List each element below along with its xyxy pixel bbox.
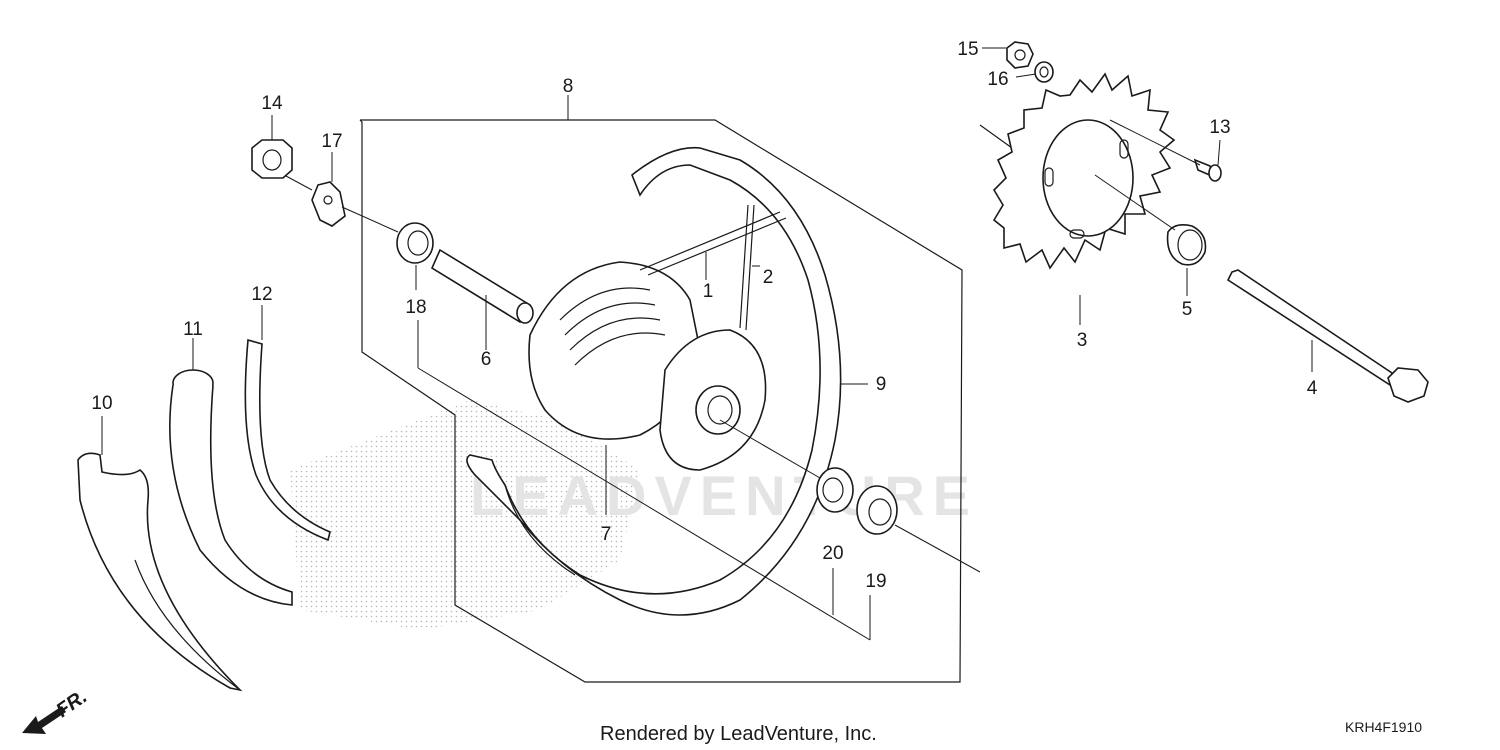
sprocket-collar-part (1166, 224, 1207, 266)
leader-lines (101, 47, 1313, 641)
callout-4: 4 (1307, 378, 1318, 399)
callout-12: 12 (251, 284, 272, 305)
front-direction-indicator: FR. (22, 686, 91, 734)
watermark-text: LEADVENTURE (470, 464, 978, 527)
callout-5: 5 (1182, 299, 1193, 320)
axle-nut-part (251, 139, 293, 179)
sprocket-part (992, 72, 1176, 270)
bearing-right-part (816, 467, 854, 513)
hub-part (528, 261, 767, 471)
callout-9: 9 (876, 374, 887, 395)
sprocket-nut-part (1006, 41, 1034, 69)
dust-seal-part (856, 485, 898, 535)
front-arrow-icon (22, 706, 66, 734)
callout-18: 18 (405, 297, 426, 318)
distance-collar-part (430, 248, 534, 324)
rim-part (466, 146, 842, 616)
footer-credit: Rendered by LeadVenture, Inc. (600, 723, 877, 745)
rim-band-part (244, 338, 331, 542)
tire-part (77, 452, 243, 692)
spokes-part (639, 204, 787, 331)
callout-8: 8 (563, 76, 574, 97)
sprocket-bolt-part (1193, 158, 1222, 182)
callout-20: 20 (822, 543, 843, 564)
callout-19: 19 (865, 571, 886, 592)
callout-16: 16 (987, 69, 1008, 90)
inner-tube-part (169, 369, 293, 606)
bearing-left-part (396, 222, 434, 264)
diagram-code: KRH4F1910 (1345, 719, 1422, 735)
callout-7: 7 (601, 524, 612, 545)
callouts: 1 2 3 4 5 6 7 8 9 10 11 12 13 14 15 16 1… (91, 39, 1317, 592)
adjuster-plate-part (311, 181, 346, 227)
callout-13: 13 (1209, 117, 1230, 138)
assembly-frame-wheel (359, 119, 963, 683)
washer-part (1034, 61, 1054, 83)
callout-3: 3 (1077, 330, 1088, 351)
callout-1: 1 (703, 281, 714, 302)
callout-6: 6 (481, 349, 492, 370)
callout-15: 15 (957, 39, 978, 60)
callout-14: 14 (261, 93, 283, 114)
callout-2: 2 (763, 267, 774, 288)
assembly-frame-sprocket (979, 124, 1013, 149)
axle-part (1226, 269, 1429, 403)
callout-17: 17 (321, 131, 342, 152)
callout-10: 10 (91, 393, 112, 414)
callout-11: 11 (183, 319, 203, 340)
